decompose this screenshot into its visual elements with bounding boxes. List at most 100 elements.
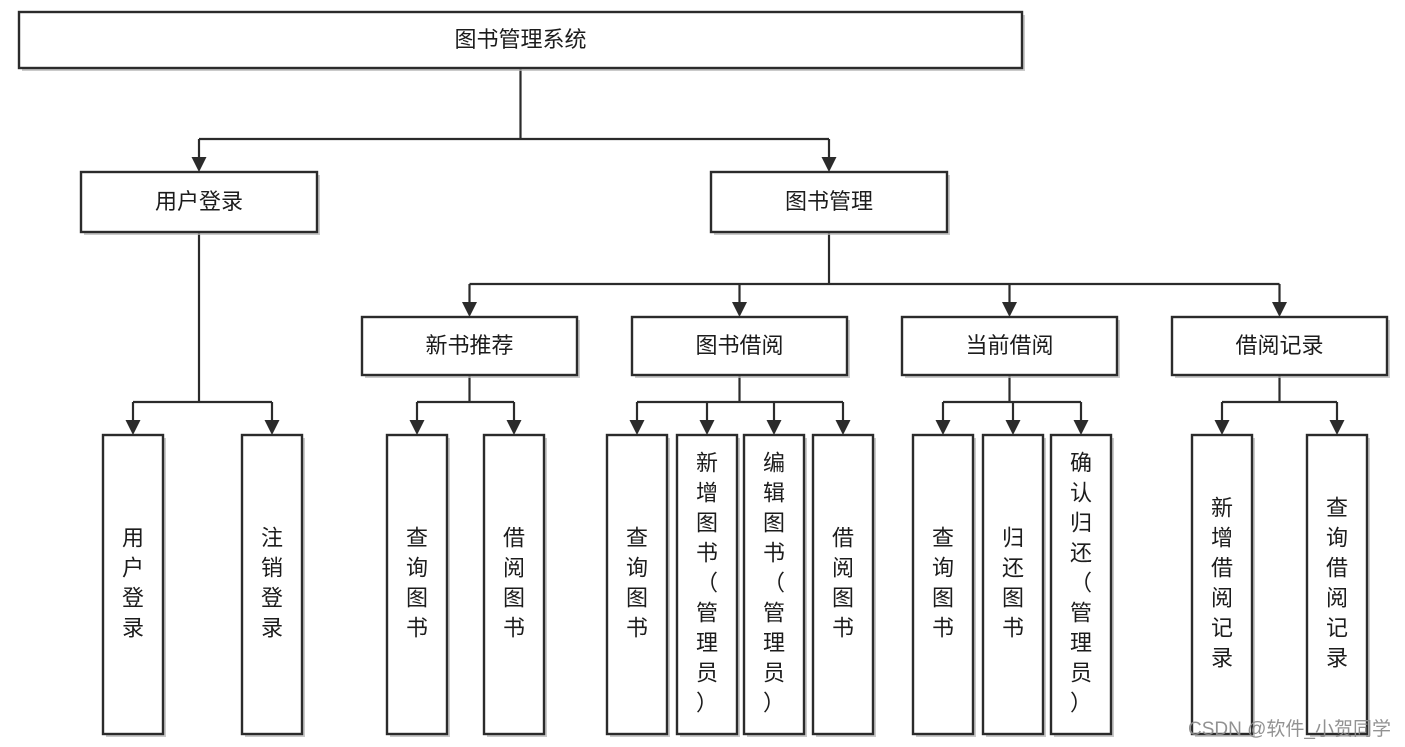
node-label-char: 管 xyxy=(763,600,785,625)
node-label-char: 登 xyxy=(261,585,283,610)
node-label-char: 图 xyxy=(763,510,785,535)
node-label-char: 询 xyxy=(406,555,428,580)
node-label-char: 还 xyxy=(1070,540,1092,565)
arrow-head-icon xyxy=(264,420,280,435)
node-n-book-mgmt[interactable]: 图书管理 xyxy=(709,170,950,235)
arrow-head-icon xyxy=(935,420,951,435)
node-label-char: 录 xyxy=(261,615,283,640)
node-label-char: ） xyxy=(1070,690,1092,715)
node-label-char: 员 xyxy=(1070,660,1092,685)
node-label-char: ） xyxy=(763,690,785,715)
node-label-char: 阅 xyxy=(1211,585,1233,610)
node-label-char: 新 xyxy=(696,450,718,475)
node-label-char: 阅 xyxy=(1326,585,1348,610)
node-label-char: 书 xyxy=(406,615,428,640)
node-label-char: 查 xyxy=(626,525,648,550)
node-label-char: 书 xyxy=(932,615,954,640)
node-label-char: 借 xyxy=(1326,555,1348,580)
node-label-char: 理 xyxy=(1070,630,1092,655)
node-label-char: 记 xyxy=(1326,615,1348,640)
arrow-head-icon xyxy=(191,157,207,172)
node-label-char: 录 xyxy=(122,615,144,640)
node-label-char: 书 xyxy=(763,540,785,565)
arrow-head-icon xyxy=(629,420,645,435)
node-label-char: 书 xyxy=(832,615,854,640)
node-label: 图书借阅 xyxy=(695,333,783,358)
node-label-char: 书 xyxy=(626,615,648,640)
node-label-char: 确 xyxy=(1070,450,1092,475)
node-label-char: （ xyxy=(763,570,785,595)
node-n-book-borrow[interactable]: 图书借阅 xyxy=(630,315,850,378)
node-label-char: 还 xyxy=(1002,555,1024,580)
node-label-char: 辑 xyxy=(763,480,785,505)
arrow-head-icon xyxy=(766,420,782,435)
arrow-head-icon xyxy=(409,420,425,435)
node-label-char: 归 xyxy=(1002,525,1024,550)
node-label-char: 图 xyxy=(832,585,854,610)
node-label-char: 图 xyxy=(503,585,525,610)
node-label-char: 员 xyxy=(696,660,718,685)
node-label-char: 认 xyxy=(1070,480,1092,505)
node-label-char: （ xyxy=(696,570,718,595)
node-label-char: 查 xyxy=(932,525,954,550)
node-label-char: 借 xyxy=(1211,555,1233,580)
node-label-char: 询 xyxy=(1326,525,1348,550)
arrow-head-icon xyxy=(699,420,715,435)
node-label-char: 记 xyxy=(1211,615,1233,640)
node-label-char: 图 xyxy=(696,510,718,535)
node-label-char: 图 xyxy=(626,585,648,610)
node-label-char: 借 xyxy=(832,525,854,550)
node-root-root[interactable]: 图书管理系统 xyxy=(17,10,1025,71)
node-label: 图书管理系统 xyxy=(454,27,586,52)
arrow-head-icon xyxy=(1073,420,1089,435)
node-label-char: 登 xyxy=(122,585,144,610)
arrow-head-icon xyxy=(1272,302,1287,317)
node-label-char: 增 xyxy=(696,480,718,505)
node-label: 图书管理 xyxy=(785,189,873,214)
node-n-current-borrow[interactable]: 当前借阅 xyxy=(900,315,1120,378)
node-label-char: 理 xyxy=(763,630,785,655)
node-label-char: 阅 xyxy=(832,555,854,580)
node-label-char: 询 xyxy=(932,555,954,580)
node-layer: 图书管理系统用户登录图书管理新书推荐图书借阅当前借阅借阅记录用户登录注销登录查询… xyxy=(17,10,1390,737)
arrow-head-icon xyxy=(1002,302,1017,317)
node-label: 当前借阅 xyxy=(965,333,1053,358)
arrow-head-icon xyxy=(125,420,141,435)
node-label-char: 用 xyxy=(122,525,144,550)
node-label-char: 查 xyxy=(406,525,428,550)
node-label-char: 理 xyxy=(696,630,718,655)
node-label-char: 阅 xyxy=(503,555,525,580)
node-n-user-login[interactable]: 用户登录 xyxy=(79,170,320,235)
node-leaf-user-login[interactable]: 用户登录 xyxy=(101,433,166,737)
node-label-char: 增 xyxy=(1211,525,1233,550)
node-label-char: 注 xyxy=(261,525,283,550)
node-label-char: 管 xyxy=(1070,600,1092,625)
node-label-char: 管 xyxy=(696,600,718,625)
node-label-char: 书 xyxy=(696,540,718,565)
node-label-char: 查 xyxy=(1326,495,1348,520)
node-label-char: 询 xyxy=(626,555,648,580)
node-label-char: 户 xyxy=(122,555,144,580)
node-label-char: 编 xyxy=(763,450,785,475)
node-label-char: 归 xyxy=(1070,510,1092,535)
arrow-head-icon xyxy=(821,157,837,172)
node-label-char: 员 xyxy=(763,660,785,685)
node-label-char: 销 xyxy=(261,555,283,580)
node-label-char: （ xyxy=(1070,570,1092,595)
node-n-new-book-rec[interactable]: 新书推荐 xyxy=(360,315,580,378)
node-n-borrow-record[interactable]: 借阅记录 xyxy=(1170,315,1390,378)
